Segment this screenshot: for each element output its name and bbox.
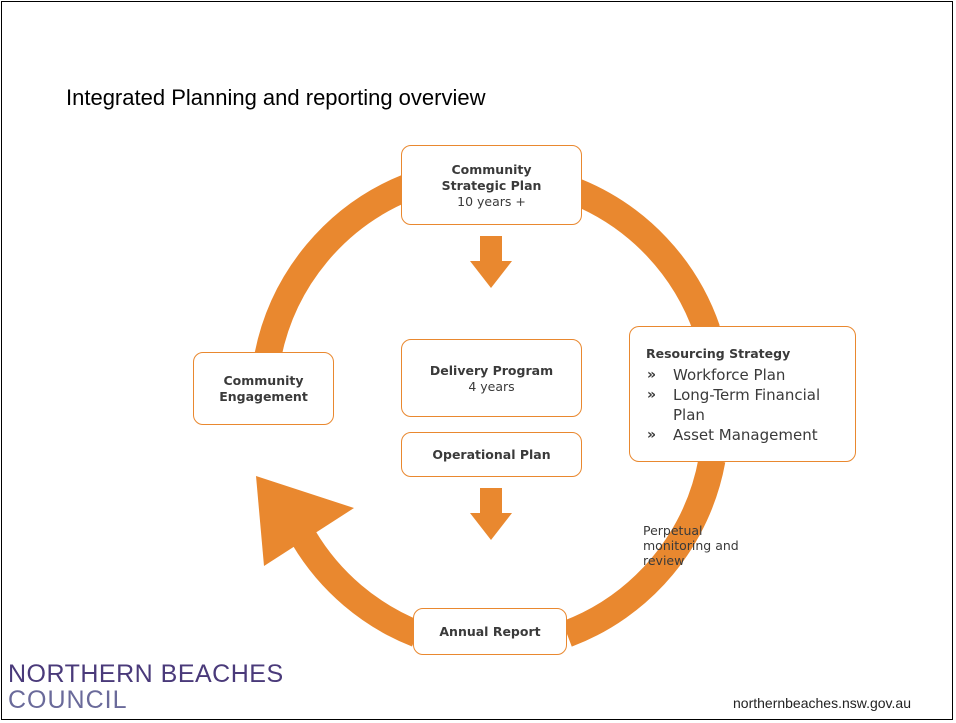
rs-item-label: Workforce Plan <box>673 366 786 384</box>
annual-report-box: Annual Report <box>413 608 567 655</box>
logo-line2: COUNCIL <box>8 686 128 714</box>
cycle-ring-top-right <box>571 179 720 335</box>
rs-list-item: » Workforce Plan <box>646 365 843 385</box>
down-arrow-icon <box>470 236 512 288</box>
rs-item-label: Long-Term Financial Plan <box>673 386 821 424</box>
ce-line2: Engagement <box>219 388 308 404</box>
csp-line1: Community <box>451 161 532 177</box>
cycle-ring-bottom-left <box>292 530 423 647</box>
council-logo: NORTHERN BEACHES COUNCIL <box>8 660 284 714</box>
op-title: Operational Plan <box>432 446 551 462</box>
rs-list-item: » Asset Management <box>646 425 843 445</box>
bullet-marker: » <box>647 427 657 443</box>
operational-plan-box: Operational Plan <box>401 432 582 477</box>
delivery-program-box: Delivery Program 4 years <box>401 339 582 417</box>
logo-line1: NORTHERN BEACHES <box>8 660 284 688</box>
ar-title: Annual Report <box>439 623 541 639</box>
rs-list-item: » Long-Term Financial Plan <box>646 385 843 425</box>
dp-subtitle: 4 years <box>468 378 515 394</box>
rs-title: Resourcing Strategy <box>646 346 791 361</box>
cycle-ring-right <box>562 457 726 647</box>
cycle-arrowhead-icon <box>256 476 354 566</box>
down-arrow-icon <box>470 488 512 540</box>
rs-item-label: Asset Management <box>673 426 818 444</box>
community-strategic-plan-box: Community Strategic Plan 10 years + <box>401 145 582 225</box>
csp-line2: Strategic Plan <box>441 177 542 193</box>
monitoring-note: Perpetual monitoring and review <box>643 523 739 568</box>
dp-title: Delivery Program <box>429 362 554 378</box>
cycle-ring-top-left <box>254 174 414 358</box>
website-url: northernbeaches.nsw.gov.au <box>733 695 911 711</box>
ce-line1: Community <box>223 372 304 388</box>
bullet-marker: » <box>647 367 657 383</box>
slide-title: Integrated Planning and reporting overvi… <box>66 85 486 110</box>
resourcing-strategy-box: Resourcing Strategy » Workforce Plan » L… <box>629 326 856 462</box>
bullet-marker: » <box>647 387 657 403</box>
community-engagement-box: Community Engagement <box>193 352 334 425</box>
csp-line3: 10 years + <box>457 193 526 209</box>
